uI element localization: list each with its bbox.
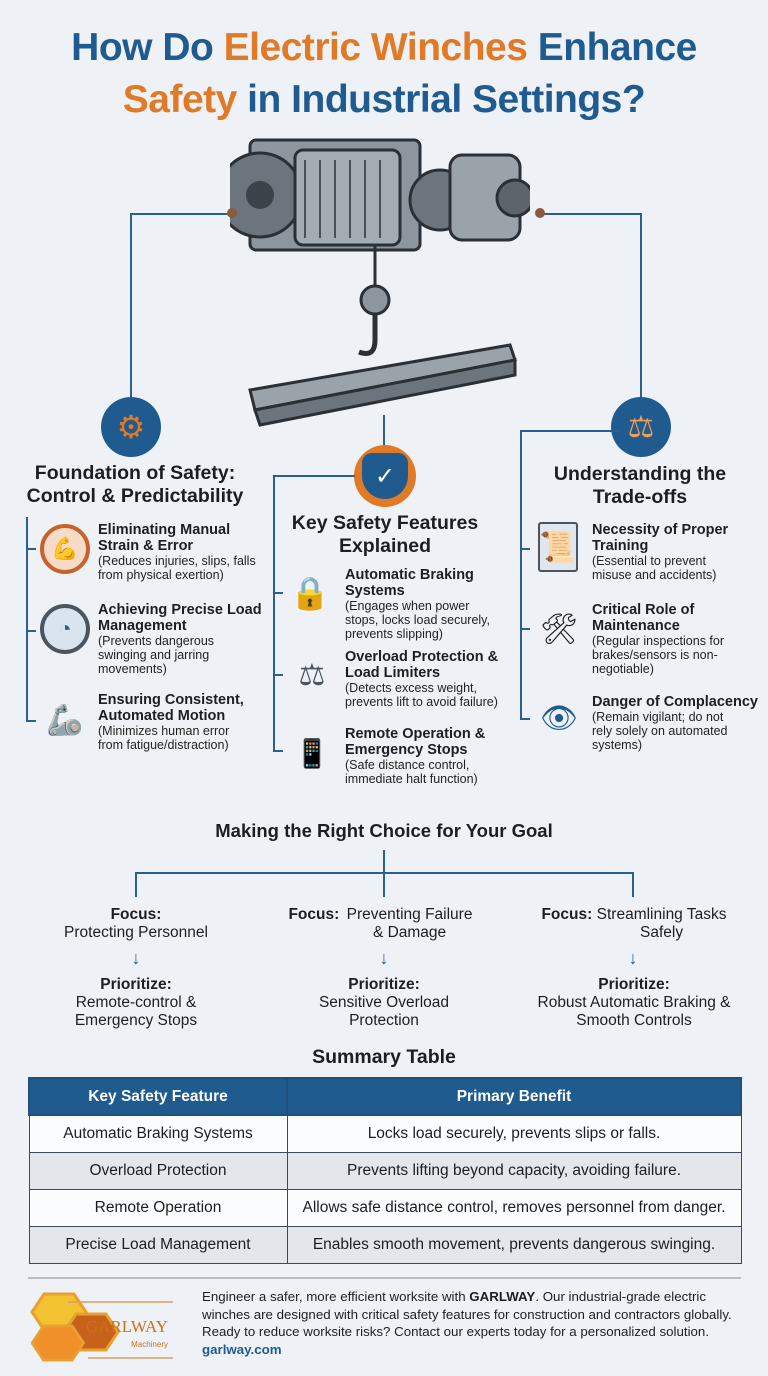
page-title: How Do Electric Winches Enhance Safety i… [0, 22, 768, 126]
arrow-down-icon: ↓ [131, 948, 141, 968]
padlock-icon: 🔒 [290, 575, 330, 611]
remote-control-icon: 📱 [294, 737, 330, 769]
connector-line [640, 213, 642, 398]
scale-warning-icon: ⚖ [298, 658, 326, 692]
summary-heading: Summary Table [312, 1046, 456, 1068]
tools-icon: 🛠 [539, 612, 579, 646]
center-item: Remote Operation & Emergency Stops(Safe … [345, 726, 486, 786]
title-text: How Do [71, 26, 224, 69]
center-item: Overload Protection & Load Limiters(Dete… [345, 649, 499, 709]
shield-check-icon: ✓ [354, 445, 416, 507]
bracket-line [26, 517, 28, 722]
connector-line [130, 213, 132, 398]
choice-prioritize: Prioritize:Sensitive Overload Protection [318, 976, 450, 1029]
center-item: Automatic Braking Systems(Engages when p… [345, 567, 490, 641]
gauge-icon: ◔ [40, 604, 90, 654]
arrow-down-icon: ↓ [379, 948, 389, 968]
column-header: Primary Benefit [286, 1077, 742, 1116]
title-text: Enhance [527, 26, 698, 69]
svg-text:GARLWAY: GARLWAY [86, 1317, 168, 1336]
connector-dot [227, 208, 237, 218]
title-highlight: Electric Winches [223, 26, 528, 69]
no-manual-strain-icon: 💪 [40, 524, 90, 574]
arrow-down-icon: ↓ [628, 948, 638, 968]
left-heading: Foundation of Safety:Control & Predictab… [26, 462, 244, 507]
connector-line [540, 213, 642, 215]
connector-line [273, 475, 355, 477]
balance-scale-icon: ⚖ [611, 397, 671, 457]
connector-line [383, 415, 385, 445]
choice-focus: Focus: Streamlining Tasks Safely [541, 906, 727, 941]
bracket-line [520, 430, 522, 720]
choice-focus: Focus:Protecting Personnel [64, 906, 208, 941]
left-item: Eliminating Manual Strain & Error(Reduce… [98, 522, 256, 582]
choice-focus: Focus: Preventing Failure & Damage [288, 906, 473, 941]
choice-prioritize: Prioritize:Robust Automatic Braking & Sm… [537, 976, 731, 1029]
bracket-line [273, 475, 275, 752]
garlway-logo: GARLWAY Machinery [30, 1292, 173, 1362]
website-link[interactable]: garlway.com [202, 1341, 282, 1357]
svg-text:Machinery: Machinery [131, 1340, 168, 1349]
right-item: Danger of Complacency(Remain vigilant; d… [592, 694, 758, 752]
left-item: Ensuring Consistent, Automated Motion(Mi… [98, 692, 244, 752]
right-item: Critical Role of Maintenance(Regular ins… [592, 602, 725, 676]
divider [28, 1277, 741, 1279]
title-highlight: Safety [122, 78, 238, 121]
right-item: Necessity of Proper Training(Essential t… [592, 522, 729, 582]
choice-prioritize: Prioritize:Remote-control & Emergency St… [74, 976, 198, 1029]
connector-dot [535, 208, 545, 218]
choice-heading: Making the Right Choice for Your Goal [215, 820, 553, 841]
footer-text: Engineer a safer, more efficient worksit… [202, 1289, 732, 1357]
robot-arm-icon: 🦾 [46, 703, 84, 737]
connector-line [130, 213, 232, 215]
certificate-icon: 📜 [538, 522, 578, 572]
electric-winch-illustration [230, 138, 530, 427]
left-item: Achieving Precise Load Management(Preven… [98, 602, 262, 676]
gear-icon: ⚙ [101, 397, 161, 457]
title-text: in Industrial Settings? [236, 78, 646, 121]
column-header: Key Safety Feature [28, 1077, 288, 1116]
eye-icon: 👁 [539, 701, 579, 735]
